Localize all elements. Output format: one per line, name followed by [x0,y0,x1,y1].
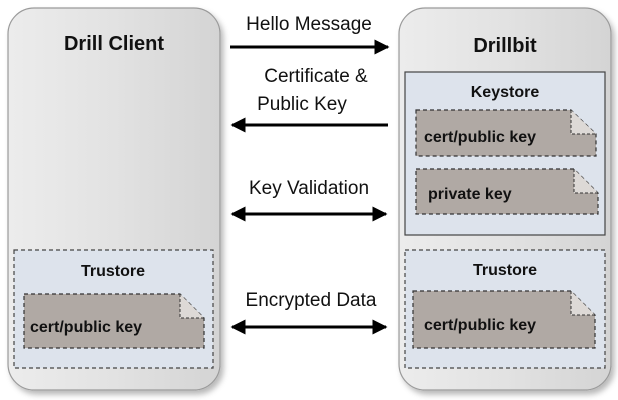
certificate-message: Certificate & Public Key [230,66,388,133]
drillbit-title: Drillbit [473,35,537,57]
drill-client-title: Drill Client [64,33,164,55]
keystore-cert-document-icon [415,109,597,157]
client-truststore-title: Trustore [81,263,145,280]
certificate-label-line1: Certificate & [264,66,368,87]
encrypted-data-message: Encrypted Data [230,290,388,335]
key-validation-message: Key Validation [230,178,388,222]
client-cert-label: cert/public key [30,319,142,336]
certificate-label-line2: Public Key [257,94,347,115]
keystore-cert-label: cert/public key [424,129,536,146]
encrypted-data-label: Encrypted Data [246,290,377,311]
hello-message-label: Hello Message [246,14,372,35]
server-truststore-title: Trustore [473,262,537,279]
client-cert-document-icon [23,293,205,349]
private-key-document-icon [415,168,599,215]
hello-message: Hello Message [230,14,390,55]
keystore-title: Keystore [471,84,540,101]
client-truststore-box: Trustore cert/public key [13,249,214,369]
private-key-label: private key [428,186,512,203]
key-validation-label: Key Validation [249,178,369,199]
server-cert-document-icon [412,290,596,349]
server-cert-label: cert/public key [424,317,536,334]
keystore-box: Keystore cert/public key private key [404,71,606,236]
server-truststore-box: Trustore cert/public key [404,249,606,369]
